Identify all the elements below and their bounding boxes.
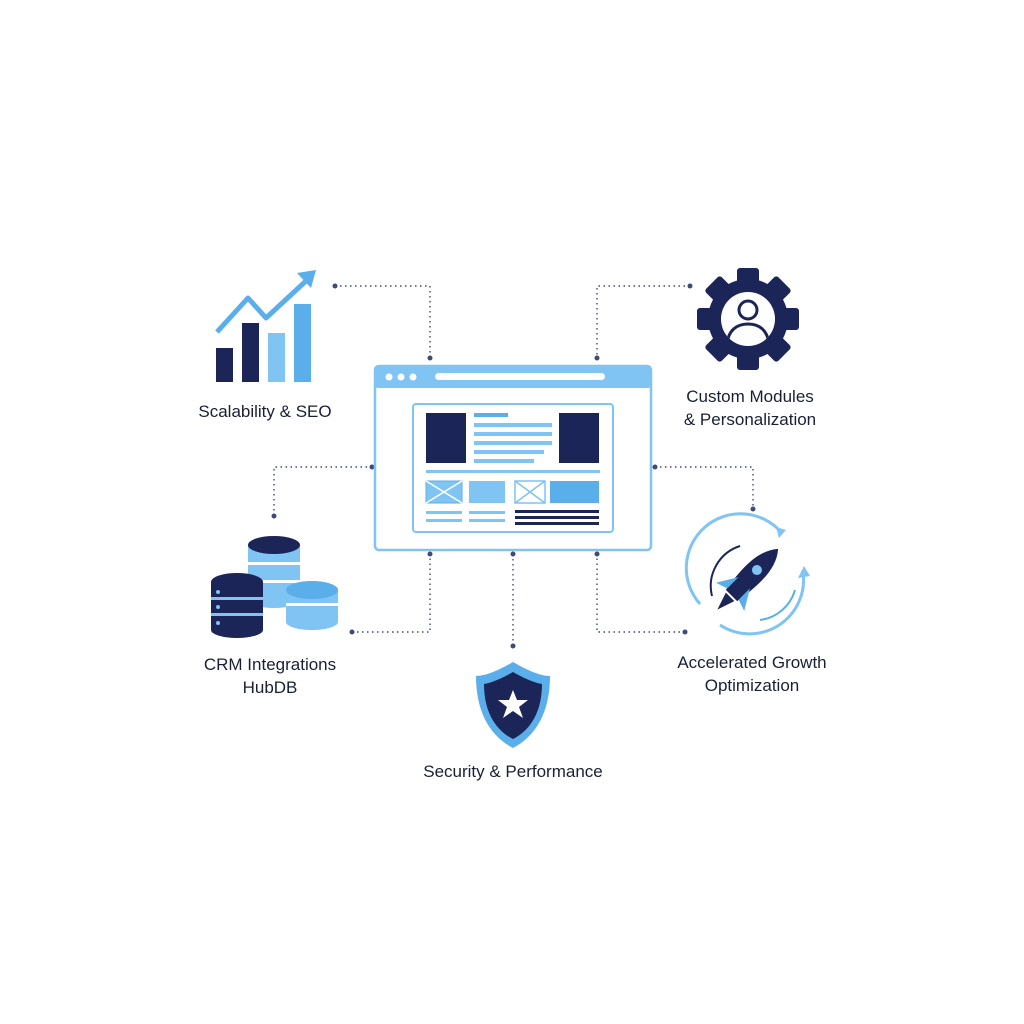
shield-star-icon <box>476 662 550 748</box>
bar-chart-growth-icon <box>215 270 316 382</box>
label-line: Optimization <box>704 676 800 695</box>
label-line: Security & Performance <box>423 762 603 781</box>
label-security-performance: Security & Performance <box>400 760 626 783</box>
connector-dots <box>271 283 756 649</box>
label-line: & Personalization <box>683 410 817 429</box>
label-line: Custom Modules <box>686 387 814 406</box>
connector-lines <box>273 285 754 646</box>
database-stack-icon <box>211 536 338 638</box>
label-line: HubDB <box>242 678 298 697</box>
browser-window-icon <box>373 364 653 552</box>
label-line: Accelerated Growth <box>677 653 827 672</box>
connector-growth-lower <box>596 554 685 633</box>
label-custom-modules: Custom Modules & Personalization <box>660 385 840 431</box>
label-line: Scalability & SEO <box>198 402 332 421</box>
connector-growth <box>655 466 754 509</box>
connector-crm-lower <box>352 554 431 633</box>
connector-crm <box>273 466 372 516</box>
label-accelerated-growth: Accelerated Growth Optimization <box>652 651 852 697</box>
rocket-cycle-icon <box>684 512 810 636</box>
label-crm-integrations: CRM Integrations HubDB <box>180 653 360 699</box>
connector-custom-modules <box>596 285 690 358</box>
label-line: CRM Integrations <box>203 655 337 674</box>
connector-scalability <box>335 285 431 358</box>
gear-user-icon <box>697 268 799 370</box>
label-scalability-seo: Scalability & SEO <box>180 400 350 423</box>
